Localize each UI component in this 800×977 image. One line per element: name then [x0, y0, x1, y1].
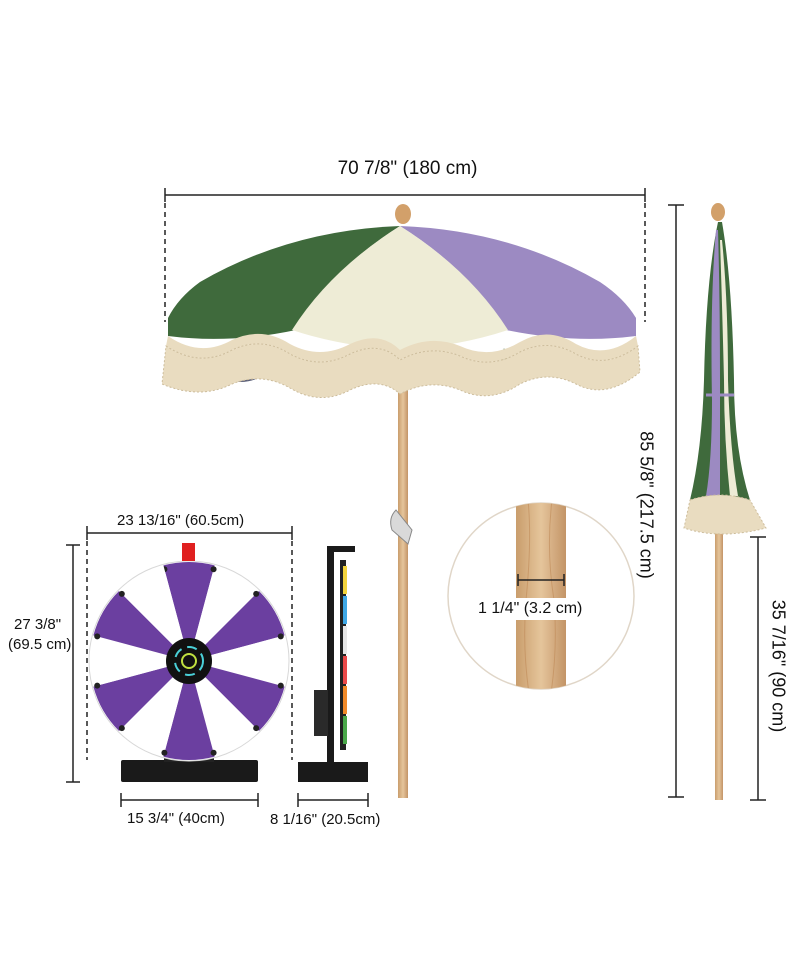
pole-diameter-label: 1 1/4" (3.2 cm): [478, 600, 583, 617]
wheel-segment: [189, 565, 260, 661]
prize-wheel-front: [88, 543, 290, 782]
prize-wheel-side: [298, 546, 368, 782]
wheel-segment: [118, 661, 189, 757]
wheel-segment: [89, 635, 189, 687]
wheel-pointer: [182, 543, 195, 561]
wheel-segment: [163, 562, 215, 661]
canopy-scallop-trim: [166, 333, 638, 363]
base-depth-label: 8 1/16" (20.5cm): [270, 811, 381, 828]
open-width-dimension-line: [164, 188, 646, 322]
wheel-peg: [253, 590, 260, 597]
wheel-segment: [189, 661, 285, 732]
wheel-peg: [94, 682, 101, 689]
wheel-segment: [189, 661, 260, 757]
wheel-segments: [89, 562, 289, 760]
base-width-label: 15 3/4" (40cm): [127, 810, 225, 827]
open-width-label: 70 7/8" (180 cm): [337, 158, 478, 179]
wheel-peg: [277, 633, 284, 640]
wheel-segment: [93, 590, 189, 661]
pole-diameter-zoom: [447, 502, 635, 690]
closed-umbrella-finial: [711, 203, 725, 221]
closed-umbrella-pole: [715, 528, 723, 800]
wheel-width-label: 23 13/16" (60.5cm): [117, 512, 245, 529]
umbrella-pole: [398, 362, 408, 798]
wheel-peg: [161, 749, 168, 756]
canopy-tassel-fringe: [161, 343, 641, 399]
zoomed-pole: [516, 503, 566, 689]
wheel-segment: [163, 661, 215, 760]
wheel-height-label-line2: (69.5 cm): [8, 636, 72, 653]
side-base: [298, 762, 368, 782]
total-height-dimension-line: [668, 204, 684, 798]
wheel-hub: [166, 638, 212, 684]
total-height-label: 85 5/8" (217.5 cm): [636, 431, 657, 579]
canopy-cream-panel: [292, 226, 508, 350]
pole-diameter-dimension-line: [517, 574, 565, 586]
tilt-hinge: [390, 509, 413, 545]
umbrella-finial: [395, 204, 411, 224]
wheel-segment: [118, 565, 189, 661]
pole-height-dimension-line: [750, 536, 766, 801]
open-umbrella: [161, 204, 641, 798]
closed-canopy-fringe: [683, 494, 767, 535]
closed-umbrella: [683, 203, 767, 800]
wheel-segment: [189, 635, 289, 687]
wheel-dimension-lines: [66, 526, 369, 807]
wheel-peg: [253, 725, 260, 732]
wheel-peg: [118, 590, 125, 597]
wheel-peg: [277, 682, 284, 689]
wheel-segment: [93, 661, 189, 732]
wheel-height-label-line1: 27 3/8": [14, 616, 62, 633]
wheel-peg: [210, 566, 217, 573]
wheel-segment: [189, 590, 285, 661]
canopy-green-panel: [168, 226, 400, 339]
canopy-purple-panel: [400, 226, 636, 339]
wheel-peg: [118, 725, 125, 732]
wheel-peg: [94, 633, 101, 640]
pole-height-label: 35 7/16" (90 cm): [768, 599, 789, 733]
closed-canopy: [690, 222, 750, 500]
wheel-peg: [210, 749, 217, 756]
wheel-base: [121, 760, 258, 782]
